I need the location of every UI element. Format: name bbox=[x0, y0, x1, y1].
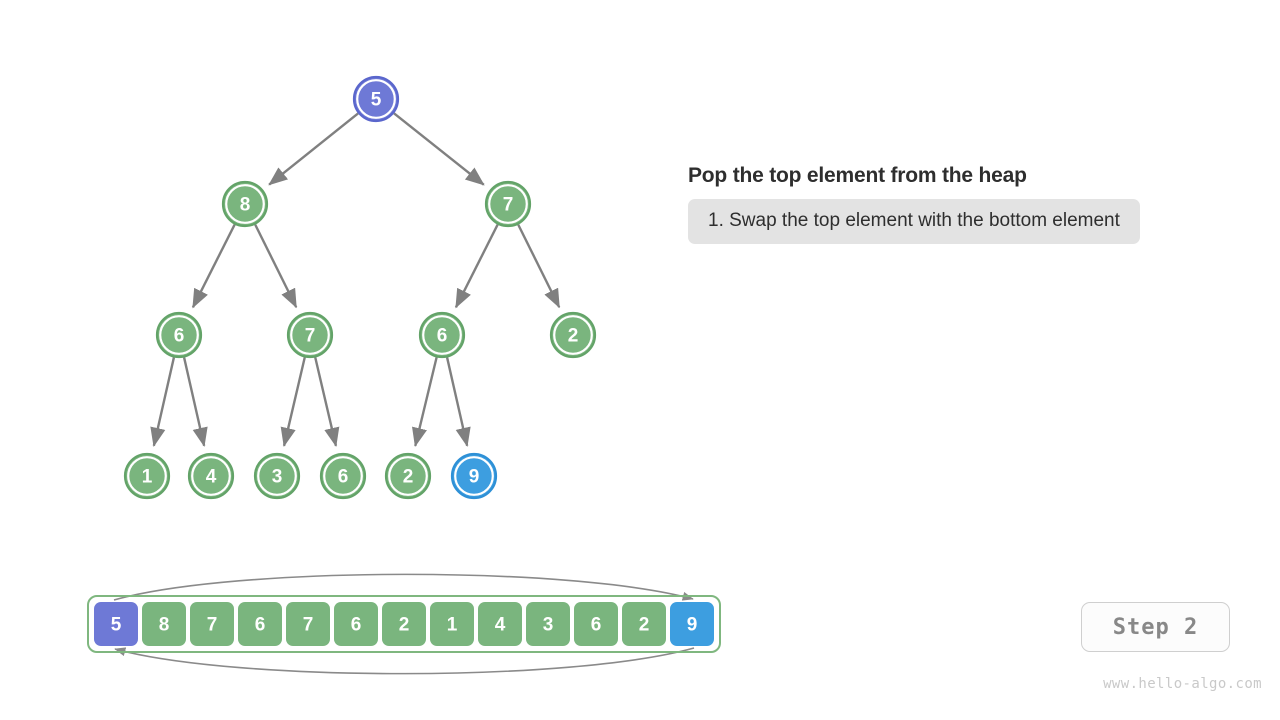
array-cell[interactable]: 2 bbox=[622, 602, 666, 646]
array-cell-value: 8 bbox=[159, 615, 170, 636]
node-inner-ring bbox=[159, 315, 199, 355]
swap-arrow-backward bbox=[114, 647, 695, 675]
node-inner-ring bbox=[553, 315, 593, 355]
node-inner-ring bbox=[290, 315, 330, 355]
tree-edge bbox=[454, 224, 499, 309]
tree-edge bbox=[280, 357, 306, 447]
array-container bbox=[87, 595, 721, 653]
tree-edge bbox=[412, 357, 438, 448]
tree-node-value: 1 bbox=[142, 467, 153, 488]
tree-node-value: 4 bbox=[206, 467, 217, 488]
tree-node-value: 7 bbox=[305, 326, 316, 347]
heap-tree-diagram: 5 8 7 6 7 6 2 1 4 3 6 2 9 bbox=[123, 75, 597, 500]
node-inner-ring bbox=[488, 184, 528, 224]
tree-node-value: 2 bbox=[403, 467, 414, 488]
tree-edge bbox=[393, 112, 485, 186]
array-cell[interactable]: 6 bbox=[574, 602, 618, 646]
node-inner-ring bbox=[422, 315, 462, 355]
tree-node[interactable]: 4 bbox=[187, 452, 235, 500]
tree-node-value: 9 bbox=[469, 467, 480, 488]
tree-edge bbox=[268, 112, 359, 186]
node-inner-ring bbox=[356, 79, 396, 119]
tree-node-value: 6 bbox=[338, 467, 349, 488]
array-cell-value: 6 bbox=[255, 615, 266, 636]
array-cell-value: 6 bbox=[351, 615, 362, 636]
tree-node-value: 6 bbox=[437, 326, 448, 347]
tree-node[interactable]: 1 bbox=[123, 452, 171, 500]
array-cell-value: 2 bbox=[639, 615, 650, 636]
array-cell-value: 4 bbox=[495, 615, 506, 636]
step-instruction-list: 1. Swap the top element with the bottom … bbox=[688, 199, 1248, 244]
tree-node[interactable]: 6 bbox=[319, 452, 367, 500]
tree-node[interactable]: 5 bbox=[352, 75, 400, 123]
node-inner-ring bbox=[323, 456, 363, 496]
tree-edge-group bbox=[150, 112, 561, 448]
array-cell[interactable]: 2 bbox=[382, 602, 426, 646]
array-cell-value: 7 bbox=[303, 615, 314, 636]
array-cell[interactable]: 8 bbox=[142, 602, 186, 646]
tree-node[interactable]: 2 bbox=[384, 452, 432, 500]
info-panel: Pop the top element from the heap 1. Swa… bbox=[688, 163, 1248, 244]
heap-array-diagram: 5 8 7 6 7 6 2 1 4 3 6 2 9 bbox=[87, 573, 721, 675]
tree-edge bbox=[254, 224, 298, 309]
array-cell[interactable]: 6 bbox=[334, 602, 378, 646]
tree-node-value: 3 bbox=[272, 467, 283, 488]
tree-node[interactable]: 7 bbox=[286, 311, 334, 359]
tree-node[interactable]: 9 bbox=[450, 452, 498, 500]
node-inner-ring bbox=[388, 456, 428, 496]
array-cell-value: 1 bbox=[447, 615, 458, 636]
array-cell-value: 3 bbox=[543, 615, 554, 636]
array-cell-value: 2 bbox=[399, 615, 410, 636]
tree-node[interactable]: 6 bbox=[418, 311, 466, 359]
array-cell-value: 9 bbox=[687, 615, 698, 636]
array-cell-value: 7 bbox=[207, 615, 218, 636]
node-inner-ring bbox=[191, 456, 231, 496]
swap-arrows-group bbox=[113, 573, 695, 675]
node-inner-ring bbox=[225, 184, 265, 224]
tree-node[interactable]: 2 bbox=[549, 311, 597, 359]
tree-node-value: 2 bbox=[568, 326, 579, 347]
panel-title: Pop the top element from the heap bbox=[688, 164, 1027, 187]
tree-edge bbox=[182, 357, 208, 447]
array-cell[interactable]: 5 bbox=[94, 602, 138, 646]
array-cell[interactable]: 7 bbox=[286, 602, 330, 646]
tree-node-value: 6 bbox=[174, 326, 185, 347]
tree-edge bbox=[150, 357, 176, 447]
swap-arrow-forward bbox=[113, 573, 694, 601]
node-inner-ring bbox=[257, 456, 297, 496]
array-cell-value: 6 bbox=[591, 615, 602, 636]
tree-node[interactable]: 7 bbox=[484, 180, 532, 228]
tree-node-value: 8 bbox=[240, 195, 251, 216]
step-instruction-1: 1. Swap the top element with the bottom … bbox=[688, 199, 1140, 244]
tree-node[interactable]: 3 bbox=[253, 452, 301, 500]
tree-node[interactable]: 6 bbox=[155, 311, 203, 359]
tree-node-value: 5 bbox=[371, 90, 382, 111]
tree-node-group: 5 8 7 6 7 6 2 1 4 3 6 2 9 bbox=[123, 75, 597, 500]
node-inner-ring bbox=[127, 456, 167, 496]
step-badge: Step 2 bbox=[1081, 602, 1230, 652]
array-cell[interactable]: 7 bbox=[190, 602, 234, 646]
tree-edge bbox=[517, 224, 561, 309]
tree-node[interactable]: 8 bbox=[221, 180, 269, 228]
array-cell[interactable]: 9 bbox=[670, 602, 714, 646]
tree-node-value: 7 bbox=[503, 195, 514, 216]
array-cell[interactable]: 3 bbox=[526, 602, 570, 646]
node-inner-ring bbox=[454, 456, 494, 496]
array-cell-value: 5 bbox=[111, 615, 122, 636]
watermark-url: www.hello-algo.com bbox=[1103, 676, 1262, 692]
array-cell[interactable]: 4 bbox=[478, 602, 522, 646]
array-cell[interactable]: 1 bbox=[430, 602, 474, 646]
array-cells-group: 5 8 7 6 7 6 2 1 4 3 6 2 9 bbox=[87, 595, 721, 653]
array-cell[interactable]: 6 bbox=[238, 602, 282, 646]
tree-edge bbox=[314, 357, 340, 447]
tree-edge bbox=[445, 357, 471, 447]
tree-edge bbox=[191, 224, 236, 309]
